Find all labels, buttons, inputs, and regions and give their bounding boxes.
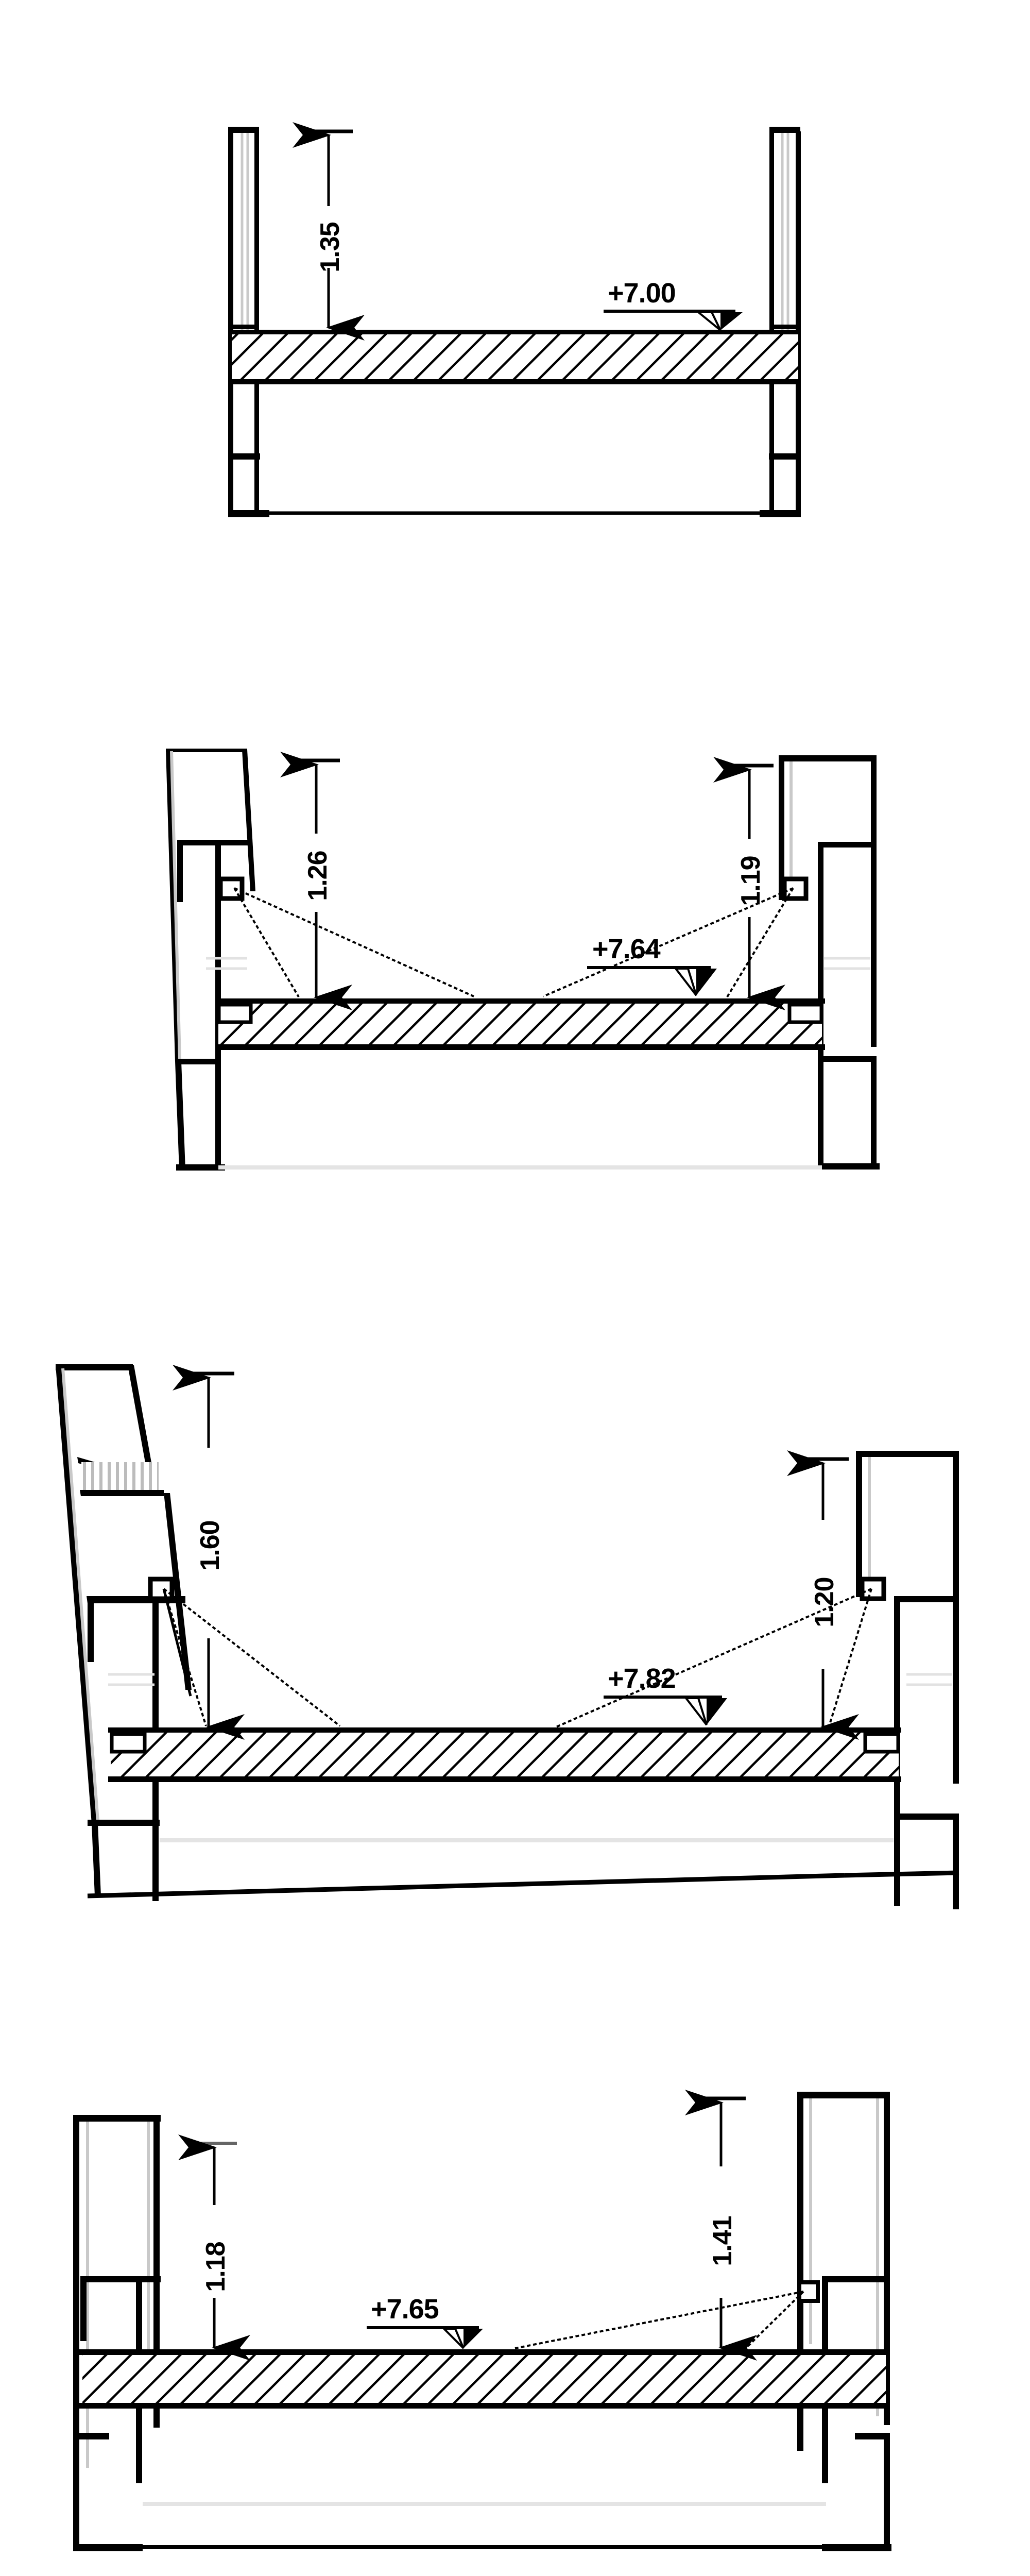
dimension-right-3: 1.20 (787, 1450, 859, 1740)
dimension-label: 1.35 (315, 222, 345, 272)
elevation-marker-2: +7.64 (587, 934, 717, 996)
left-column-1 (228, 127, 269, 517)
slab-assembly-1 (228, 127, 801, 517)
dimension-label: 1.60 (195, 1520, 225, 1570)
elevation-label: +7.64 (592, 934, 661, 964)
dimension-left-3: 1.60 (173, 1365, 245, 1740)
concrete-slab-2 (215, 998, 825, 1050)
elevation-label: +7.00 (608, 278, 676, 309)
leader-lines-left-3 (162, 1588, 341, 1727)
concrete-slab-1 (232, 330, 798, 384)
elevation-marker-3: +7.82 (604, 1663, 727, 1726)
section-panel-4: 1.18 1.41 +7.65 (0, 1989, 1030, 2576)
dimension-left-1: 1.35 (293, 122, 365, 341)
dimension-right-4: 1.41 (685, 2090, 757, 2361)
concrete-slab-3 (108, 1727, 901, 1782)
elevation-label: +7.65 (371, 2294, 439, 2325)
slab-assembly-2: 1.26 1.19 +7.64 (166, 749, 880, 1171)
section-panel-2: 1.26 1.19 +7.64 (0, 670, 1030, 1257)
right-wall-2 (779, 755, 880, 1170)
dimension-label: 1.18 (201, 2242, 231, 2292)
elevation-label: +7.82 (608, 1663, 676, 1694)
dimension-left-2: 1.26 (280, 752, 352, 1010)
left-column-4 (73, 2115, 161, 2551)
elevation-marker-1: +7.00 (604, 278, 743, 331)
right-column-4 (797, 2092, 891, 2551)
dimension-right-2: 1.19 (713, 757, 785, 1010)
slab-assembly-4: 1.18 1.41 +7.65 (73, 2090, 891, 2551)
left-wall-2 (166, 749, 255, 1171)
leader-lines-left-2 (233, 887, 474, 998)
elevation-marker-4: +7.65 (367, 2294, 483, 2349)
leader-lines-right-4 (514, 2291, 804, 2349)
right-column-1 (760, 127, 801, 517)
concrete-slab-4 (79, 2349, 890, 2409)
dimension-label: 1.19 (736, 856, 766, 906)
leader-lines-right-3 (556, 1588, 872, 1728)
section-panel-3: 1.60 1.20 +7.82 (0, 1278, 1030, 1958)
dimension-label: 1.41 (708, 2216, 737, 2266)
dimension-left-4: 1.18 (178, 2134, 250, 2361)
left-wall-3 (56, 1364, 192, 1901)
right-wall-3 (856, 1451, 959, 1909)
section-panel-1: 1.35 +7.00 (0, 0, 1030, 659)
dimension-label: 1.20 (810, 1577, 839, 1627)
leader-lines-right-2 (543, 887, 794, 998)
slab-assembly-3: 1.60 1.20 +7.82 (56, 1364, 959, 1909)
dimension-label: 1.26 (303, 851, 333, 901)
